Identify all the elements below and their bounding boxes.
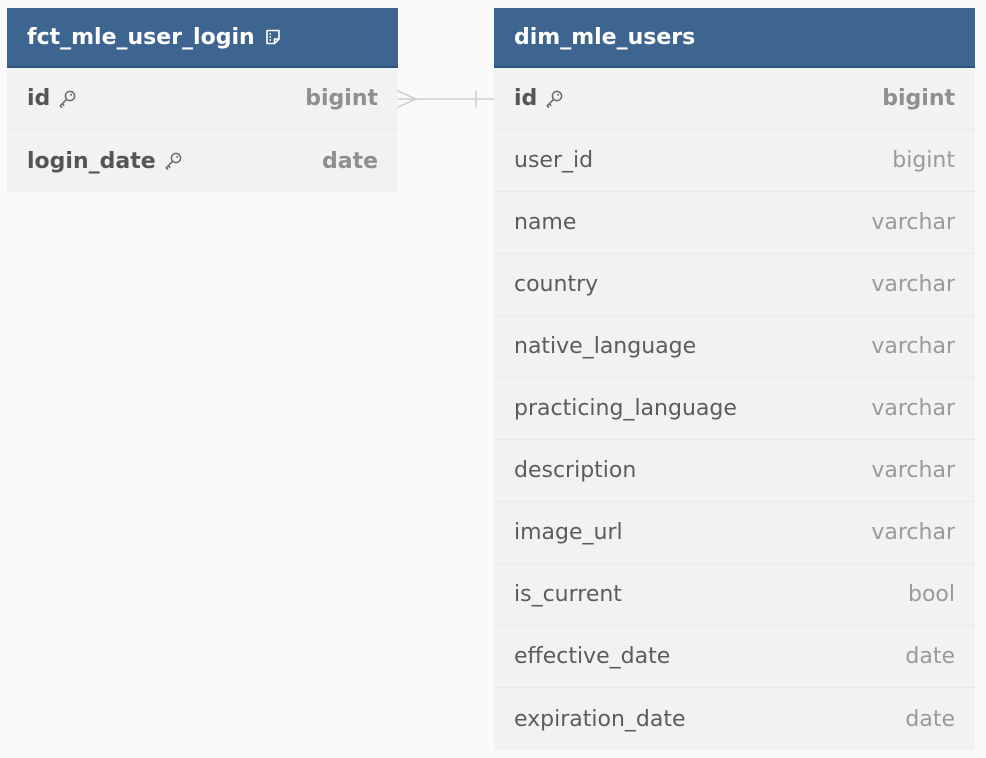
column-name: user_id	[514, 148, 593, 173]
column-type: date	[321, 148, 378, 174]
column-name: practicing_language	[514, 396, 737, 421]
table-title: fct_mle_user_login	[27, 24, 255, 50]
table-header[interactable]: dim_mle_users	[494, 8, 975, 68]
column-name-text: country	[514, 272, 599, 297]
column-type: varchar	[871, 210, 955, 235]
column-row[interactable]: practicing_language varchar	[494, 378, 975, 440]
column-type: varchar	[871, 272, 955, 297]
column-name: is_current	[514, 582, 622, 607]
key-icon	[544, 89, 564, 109]
column-type: date	[905, 644, 955, 669]
column-name-text: is_current	[514, 582, 622, 607]
column-type: date	[905, 706, 955, 732]
column-row[interactable]: is_current bool	[494, 564, 975, 626]
column-name-text: practicing_language	[514, 396, 737, 421]
column-name: login_date	[27, 149, 183, 174]
table-title: dim_mle_users	[514, 24, 696, 50]
column-name: id	[27, 86, 77, 111]
table-dim-mle-users[interactable]: dim_mle_users id bigint user_id bigint name v…	[494, 8, 975, 750]
column-name: name	[514, 210, 576, 235]
column-row[interactable]: effective_date date	[494, 626, 975, 688]
column-list: id bigint login_date date	[7, 68, 398, 192]
column-type: bool	[908, 582, 955, 607]
column-name-text: login_date	[27, 148, 156, 174]
column-row[interactable]: description varchar	[494, 440, 975, 502]
column-name: effective_date	[514, 644, 670, 669]
column-name: description	[514, 458, 636, 483]
column-type: bigint	[305, 86, 378, 111]
column-type: varchar	[871, 334, 955, 359]
column-row[interactable]: user_id bigint	[494, 130, 975, 192]
note-icon[interactable]	[263, 27, 283, 47]
column-name-text: name	[514, 210, 577, 235]
column-row[interactable]: id bigint	[7, 68, 398, 130]
column-type: bigint	[892, 148, 955, 173]
column-name-text: effective_date	[514, 644, 671, 669]
column-name-text: user_id	[514, 148, 594, 173]
column-name-text: image_url	[514, 520, 623, 545]
column-row[interactable]: id bigint	[494, 68, 975, 130]
column-name-text: expiration_date	[514, 706, 686, 732]
column-row[interactable]: name varchar	[494, 192, 975, 254]
column-row[interactable]: native_language varchar	[494, 316, 975, 378]
key-icon	[163, 151, 183, 171]
column-row[interactable]: country varchar	[494, 254, 975, 316]
column-name: id	[514, 86, 564, 111]
column-name-text: id	[514, 86, 538, 111]
column-name: country	[514, 272, 598, 297]
column-name-text: native_language	[514, 334, 697, 359]
column-type: bigint	[882, 86, 955, 111]
column-list: id bigint user_id bigint name varchar country v…	[494, 68, 975, 750]
column-type: varchar	[871, 520, 955, 545]
column-type: varchar	[871, 458, 955, 483]
column-type: varchar	[871, 396, 955, 421]
column-row[interactable]: image_url varchar	[494, 502, 975, 564]
column-name-text: description	[514, 458, 637, 483]
crows-foot-upper	[397, 90, 417, 100]
table-fct-mle-user-login[interactable]: fct_mle_user_login id bigint login_date dat…	[7, 8, 398, 192]
crows-foot-lower	[397, 98, 417, 108]
column-row[interactable]: expiration_date date	[494, 688, 975, 750]
table-header[interactable]: fct_mle_user_login	[7, 8, 398, 68]
column-name: native_language	[514, 334, 696, 359]
column-name: expiration_date	[514, 707, 686, 732]
column-row[interactable]: login_date date	[7, 130, 398, 192]
column-name: image_url	[514, 520, 623, 545]
key-icon	[57, 89, 77, 109]
column-name-text: id	[27, 86, 51, 111]
